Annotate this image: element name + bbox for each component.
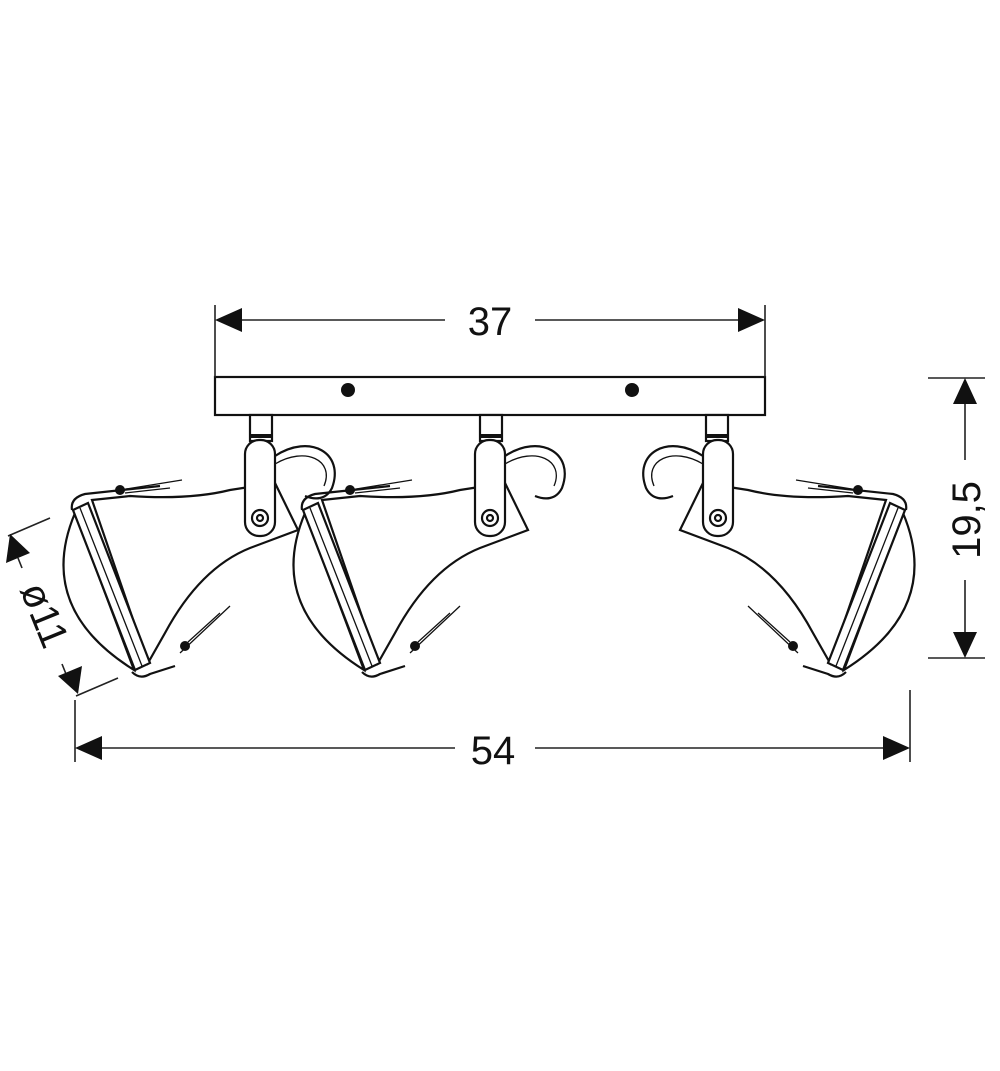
spotlight-right xyxy=(641,413,917,679)
dimension-total-width: 54 xyxy=(74,690,911,773)
dimension-label: 54 xyxy=(471,729,516,773)
dimension-bar-width: 37 xyxy=(214,300,766,377)
spotlight-middle xyxy=(291,413,567,679)
mounting-screw xyxy=(625,383,639,397)
ceiling-bar xyxy=(213,375,767,417)
dimension-height: 19,5 xyxy=(928,377,989,659)
dimension-label: 37 xyxy=(468,300,513,344)
mounting-screw xyxy=(341,383,355,397)
dimension-label: 19,5 xyxy=(945,481,989,559)
